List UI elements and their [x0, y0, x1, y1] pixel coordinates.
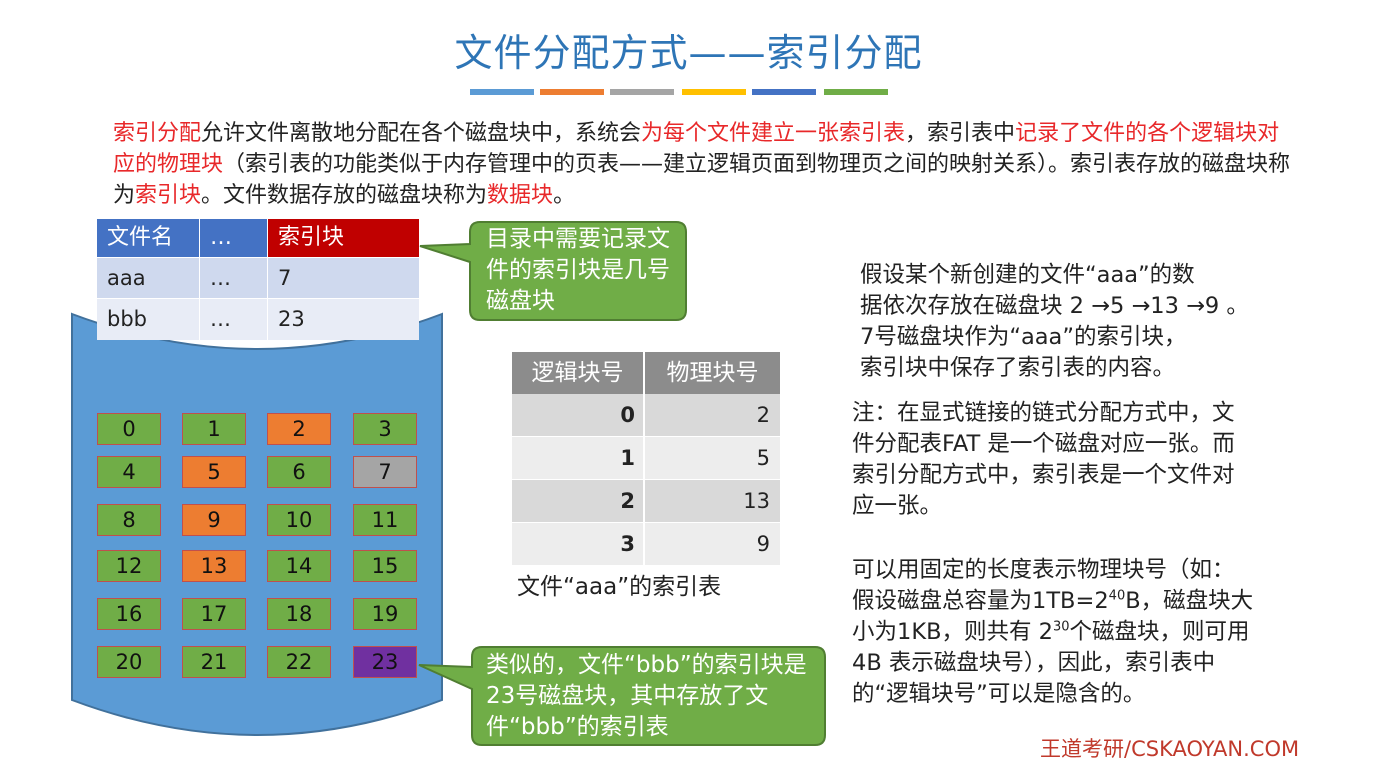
title-color-bar	[752, 89, 816, 95]
assumption-line: 据依次存放在磁盘块 2 →5 →13 →9 。	[860, 293, 1249, 319]
note-line: 应一张。	[852, 493, 943, 519]
callout-directory-bubble	[419, 221, 687, 321]
note-text: 注：在显式链接的链式分配方式中，文 件分配表FAT 是一个磁盘对应一张。而 索引…	[852, 398, 1332, 522]
disk-block: 18	[267, 598, 331, 630]
index-header-logical: 逻辑块号	[512, 352, 643, 394]
intro-highlight-index-table: 为每个文件建立一张索引表	[641, 121, 906, 146]
dir-cell-ellipsis: …	[200, 258, 267, 298]
fixed-line: 小为1KB，则共有 230个磁盘块，则可用	[852, 617, 1342, 648]
intro-text-1: 允许文件离散地分配在各个磁盘块中，系统会	[201, 121, 642, 146]
disk-block: 8	[97, 504, 161, 536]
disk-block: 22	[267, 646, 331, 678]
exponent-30: 30	[1052, 619, 1070, 635]
disk-block: 1	[182, 413, 246, 445]
index-table-caption: 文件“aaa”的索引表	[517, 574, 722, 600]
index-cell-logical: 0	[512, 394, 643, 436]
fixed-line: 4B 表示磁盘块号），因此，索引表中	[852, 650, 1216, 676]
disk-block: 10	[267, 504, 331, 536]
fixed-line-part: B，磁盘块大	[1125, 588, 1254, 614]
fixed-length-text: 可以用固定的长度表示物理块号（如： 假设磁盘总容量为1TB=240B，磁盘块大 …	[852, 555, 1342, 710]
intro-text-3: （索引表的功能类似于内存管理中的页表——建立逻辑页面到物理页之间的映射关系）。索…	[113, 152, 1291, 208]
dir-cell-index: 23	[268, 299, 419, 340]
index-cell-physical: 5	[645, 437, 780, 479]
footer-brand: 王道考研/CSKAOYAN.COM	[1040, 737, 1300, 761]
disk-block: 7	[353, 456, 417, 488]
disk-block: 0	[97, 413, 161, 445]
disk-block: 6	[267, 456, 331, 488]
disk-block: 17	[182, 598, 246, 630]
index-cell-physical: 2	[645, 394, 780, 436]
fixed-line: 的“逻辑块号”可以是隐含的。	[852, 681, 1146, 707]
callout-bbb-bubble	[418, 646, 826, 746]
intro-text-5: 。	[553, 183, 576, 208]
disk-block: 12	[97, 550, 161, 582]
disk-block: 23	[353, 646, 417, 678]
title-color-bar	[610, 89, 674, 95]
disk-block: 4	[97, 456, 161, 488]
dir-header-filename: 文件名	[97, 219, 199, 257]
fixed-line: 假设磁盘总容量为1TB=240B，磁盘块大	[852, 586, 1342, 617]
fixed-line-part: 假设磁盘总容量为1TB=2	[852, 588, 1109, 614]
disk-block: 5	[182, 456, 246, 488]
index-cell-logical: 2	[512, 480, 643, 522]
note-line: 件分配表FAT 是一个磁盘对应一张。而	[852, 431, 1235, 457]
intro-text-4: 。文件数据存放的磁盘块称为	[201, 183, 488, 208]
disk-block: 16	[97, 598, 161, 630]
term-index-allocation: 索引分配	[113, 121, 202, 146]
index-cell-logical: 3	[512, 523, 643, 565]
assumption-line: 假设某个新创建的文件“aaa”的数	[860, 262, 1195, 288]
title-color-bar	[824, 89, 888, 95]
dir-header-index-block: 索引块	[268, 219, 419, 257]
dir-header-ellipsis: …	[200, 219, 267, 257]
title-color-bar	[470, 89, 534, 95]
index-cell-physical: 13	[645, 480, 780, 522]
fixed-line: 可以用固定的长度表示物理块号（如：	[852, 557, 1235, 583]
title-color-bar	[540, 89, 604, 95]
assumption-text: 假设某个新创建的文件“aaa”的数 据依次存放在磁盘块 2 →5 →13 →9 …	[860, 260, 1330, 384]
disk-block: 9	[182, 504, 246, 536]
dir-cell-index: 7	[268, 258, 419, 298]
intro-highlight-mapping: 记录了文件的各个逻辑块对应的物理块	[113, 121, 1280, 177]
disk-block: 13	[182, 550, 246, 582]
disk-block: 21	[182, 646, 246, 678]
disk-block: 14	[267, 550, 331, 582]
term-index-block: 索引块	[135, 183, 202, 208]
disk-block: 3	[353, 413, 417, 445]
callout-bbb-text: 类似的，文件“bbb”的索引块是23号磁盘块，其中存放了文件“bbb”的索引表	[486, 652, 807, 740]
note-line: 注：在显式链接的链式分配方式中，文	[852, 400, 1235, 426]
disk-block: 2	[267, 413, 331, 445]
dir-cell-name: aaa	[97, 258, 199, 298]
index-cell-physical: 9	[645, 523, 780, 565]
title-color-bar	[682, 89, 746, 95]
term-data-block: 数据块	[487, 183, 554, 208]
dir-cell-ellipsis: …	[200, 299, 267, 340]
disk-block: 20	[97, 646, 161, 678]
intro-text-2: ，索引表中	[905, 121, 1016, 146]
dir-cell-name: bbb	[97, 299, 199, 340]
page-title: 文件分配方式——索引分配	[454, 31, 923, 75]
index-cell-logical: 1	[512, 437, 643, 479]
intro-paragraph: 索引分配允许文件离散地分配在各个磁盘块中，系统会为每个文件建立一张索引表，索引表…	[113, 118, 1298, 211]
assumption-line: 索引块中保存了索引表的内容。	[860, 355, 1176, 381]
exponent-40: 40	[1108, 588, 1126, 604]
fixed-line-part: 小为1KB，则共有 2	[852, 619, 1053, 645]
fixed-line-part: 个磁盘块，则可用	[1069, 619, 1250, 645]
disk-block: 11	[353, 504, 417, 536]
disk-cylinder	[71, 312, 443, 736]
disk-block: 19	[353, 598, 417, 630]
disk-block: 15	[353, 550, 417, 582]
note-line: 索引分配方式中，索引表是一个文件对	[852, 462, 1235, 488]
assumption-line: 7号磁盘块作为“aaa”的索引块，	[860, 324, 1187, 350]
callout-directory-text: 目录中需要记录文件的索引块是几号磁盘块	[486, 226, 670, 314]
index-header-physical: 物理块号	[645, 352, 780, 394]
